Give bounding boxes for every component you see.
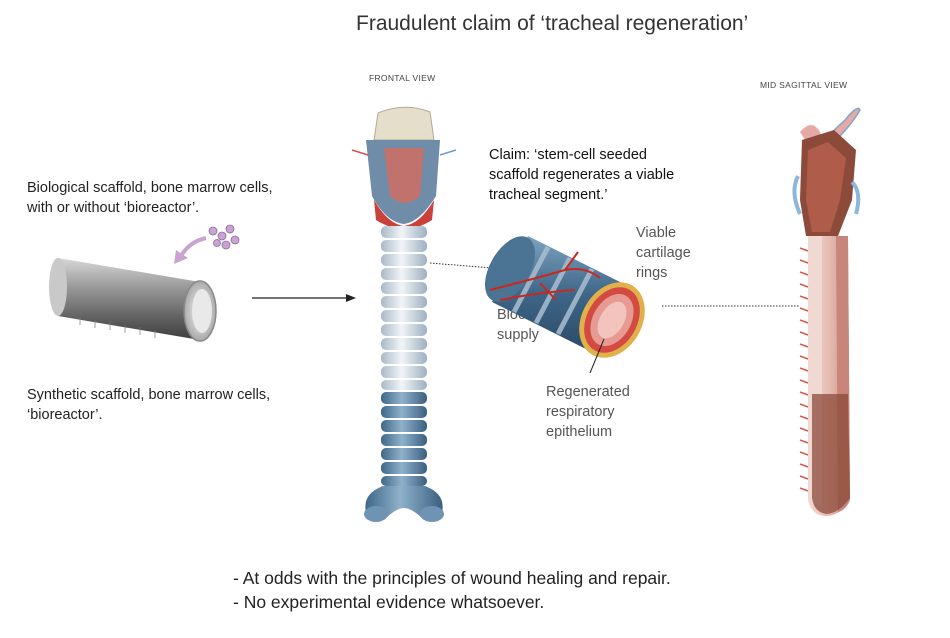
tracheal-segment-illustration [485, 236, 645, 374]
anno-line: epithelium [546, 424, 613, 440]
claim-line: tracheal segment.’ [489, 187, 608, 203]
bottom-points: - At odds with the principles of wound h… [233, 566, 833, 614]
anno-line: cartilage [636, 245, 691, 261]
arrow-to-trachea-icon [252, 294, 356, 302]
bottom-point: - At odds with the principles of wound h… [233, 568, 671, 588]
claim-line: Claim: ‘stem-cell seeded [489, 147, 647, 163]
epithelium-pointer-line [589, 338, 605, 374]
claim-text: Claim: ‘stem-cell seeded scaffold regene… [489, 145, 719, 205]
caption-line: with or without ‘bioreactor’. [27, 200, 200, 216]
anno-line: respiratory [546, 404, 615, 420]
bone-marrow-cells-icon [208, 224, 240, 250]
caption-line: Biological scaffold, bone marrow cells, [27, 180, 273, 196]
caption-line: ‘bioreactor’. [27, 407, 103, 423]
page-title: Fraudulent claim of ‘tracheal regenerati… [356, 12, 749, 35]
anno-line: Regenerated [546, 384, 630, 400]
scaffold-tube-icon [49, 258, 217, 342]
epithelium-label: Regenerated respiratory epithelium [546, 382, 656, 442]
curved-arrow-icon [174, 236, 207, 264]
bottom-point: - No experimental evidence whatsoever. [233, 592, 545, 612]
biological-scaffold-caption: Biological scaffold, bone marrow cells, … [27, 178, 317, 218]
mid-sagittal-view-label: MID SAGITTAL VIEW [760, 80, 848, 90]
mid-sagittal-illustration [792, 107, 861, 516]
anno-line: rings [636, 265, 668, 281]
caption-line: Synthetic scaffold, bone marrow cells, [27, 387, 271, 403]
cartilage-rings-label: Viable cartilage rings [636, 223, 726, 283]
claim-line: scaffold regenerates a viable [489, 167, 675, 183]
anno-line: supply [497, 327, 539, 343]
frontal-trachea-illustration [351, 106, 457, 522]
synthetic-scaffold-caption: Synthetic scaffold, bone marrow cells, ‘… [27, 385, 317, 425]
frontal-leader-line [429, 262, 493, 269]
frontal-view-label: FRONTAL VIEW [369, 73, 436, 83]
anno-line: Viable [636, 225, 677, 241]
